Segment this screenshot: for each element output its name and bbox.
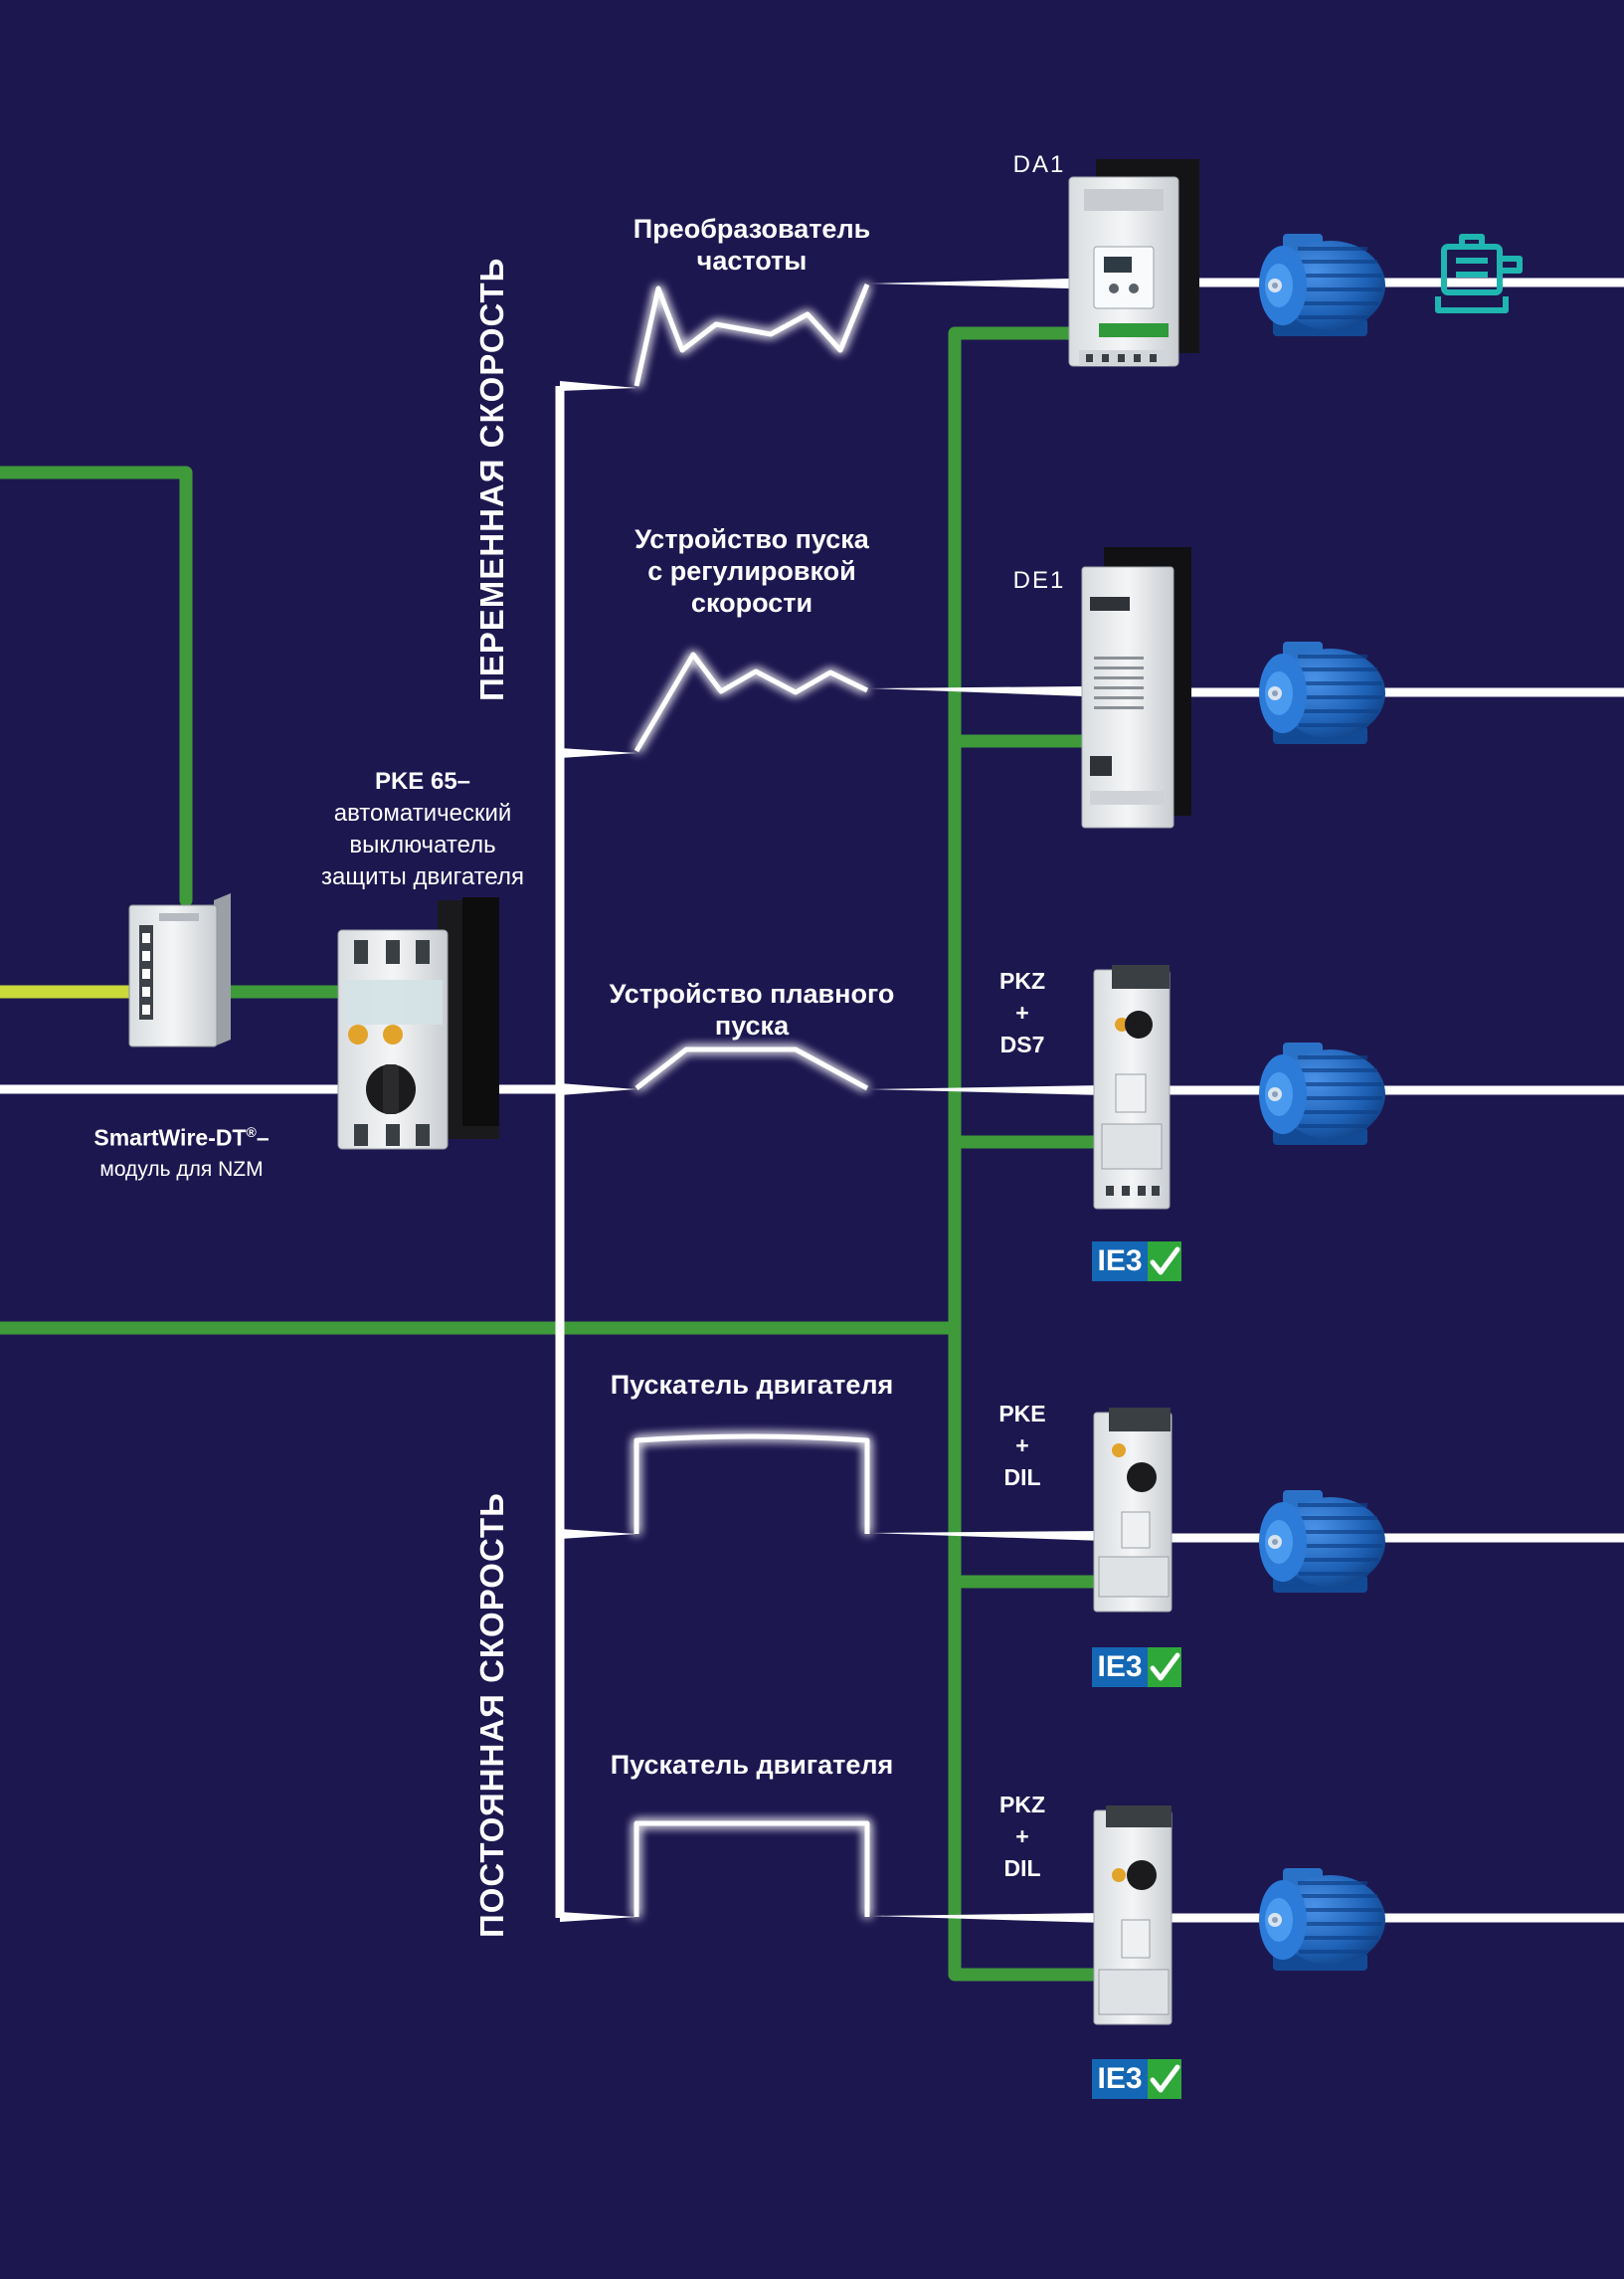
device-code-pkz-dil: PKZ+DIL	[999, 1792, 1045, 1881]
constant-speed-title: ПОСТОЯННАЯ СКОРОСТЬ	[473, 1492, 510, 1938]
device-code-pke-dil: PKE+DIL	[998, 1401, 1046, 1490]
check-icon	[1150, 1246, 1180, 1275]
check-icon	[1150, 2064, 1180, 2093]
waveform-speed-control	[633, 652, 869, 753]
branch-label-starter-2: Пускатель двигателя	[610, 1750, 894, 1780]
model-label-de1: DE1	[1012, 567, 1066, 594]
electric-motor-icon	[1257, 640, 1387, 746]
waveform-starter-2	[633, 1820, 870, 1917]
model-label-da1: DA1	[1012, 151, 1066, 178]
electric-motor-icon	[1257, 1866, 1387, 1973]
waveform-soft-start	[634, 1046, 869, 1091]
device-code-pkz-ds7: PKZ+DS7	[999, 968, 1045, 1057]
ie3-badge: IE3	[1092, 1241, 1181, 1281]
pkz-ds7-device	[1093, 965, 1171, 1210]
electric-motor-icon	[1257, 1488, 1387, 1595]
check-icon	[1150, 1652, 1180, 1681]
smartwire-sub: модуль для NZM	[99, 1157, 264, 1181]
pke-line-1: автоматический	[333, 800, 512, 827]
branch-label-starter-1: Пускатель двигателя	[610, 1370, 894, 1400]
waveform-frequency	[633, 284, 870, 387]
waveform-starter-1	[633, 1433, 870, 1534]
pke-dil-device	[1093, 1408, 1173, 1613]
pump-icon	[1435, 234, 1523, 313]
smartwire-module	[128, 893, 231, 1047]
smartwire-caption: SmartWire-DT®– модуль для NZM	[60, 1116, 303, 1186]
pke-caption: PKE 65– автоматический выключатель защит…	[298, 766, 547, 893]
pke-title: PKE 65–	[374, 768, 471, 795]
pke-line-2: выключатель	[349, 832, 496, 858]
ie3-badge: IE3	[1092, 1647, 1181, 1687]
pkz-dil-device	[1093, 1805, 1173, 2025]
de1-starter	[1081, 547, 1191, 829]
smartwire-title: SmartWire-DT®–	[93, 1124, 270, 1151]
electric-motor-icon	[1257, 1041, 1387, 1147]
pke65-breaker	[337, 897, 499, 1150]
da1-drive	[1068, 159, 1199, 367]
pke-line-3: защиты двигателя	[321, 863, 524, 890]
ie3-badge: IE3	[1092, 2059, 1181, 2099]
electric-motor-icon	[1257, 232, 1387, 338]
variable-speed-title: ПЕРЕМЕННАЯ СКОРОСТЬ	[473, 257, 510, 701]
